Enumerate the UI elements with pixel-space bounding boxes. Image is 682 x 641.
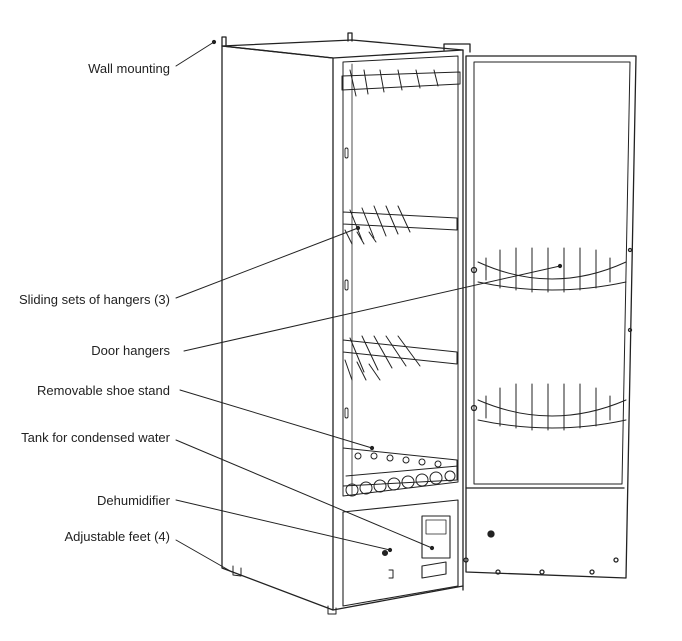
dehumidifier-unit [421, 515, 451, 559]
sliding-hanger-set-1 [342, 205, 458, 245]
label-sliding-hangers: Sliding sets of hangers (3) [18, 292, 170, 307]
label-shoe-stand: Removable shoe stand [37, 383, 170, 398]
shoe-stand [342, 447, 459, 497]
leader-lines [175, 39, 563, 573]
label-adjustable-feet: Adjustable feet (4) [64, 529, 170, 544]
water-tank [421, 561, 447, 579]
door-hanger-rack-lower [477, 383, 627, 431]
label-door-hangers: Door hangers [91, 343, 170, 358]
label-condensed-water-tank: Tank for condensed water [21, 430, 170, 445]
label-dehumidifier: Dehumidifier [97, 493, 170, 508]
sliding-hanger-set-2 [342, 335, 458, 381]
cabinet-body [221, 32, 471, 615]
label-wall-mounting: Wall mounting [88, 61, 170, 76]
top-hanger-rack [341, 69, 461, 97]
door-hanger-rack-upper [477, 247, 627, 293]
dehumidifier-compartment [342, 499, 459, 607]
door [463, 55, 637, 579]
